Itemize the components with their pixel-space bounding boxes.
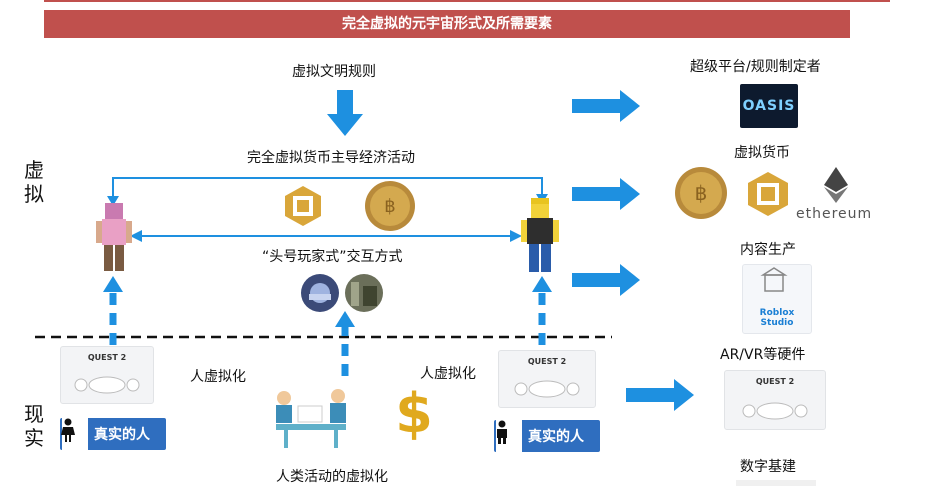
center-up-dashed-arrow [335,311,355,376]
currency-robux-icon [744,170,792,218]
content-right-arrow [572,264,640,296]
robux-icon [281,184,325,228]
right-virtualize-label: 人虚拟化 [420,366,476,382]
svg-text:$: $ [395,382,433,442]
left-virtualize-label: 人虚拟化 [190,369,246,385]
currency-right-arrow [572,178,640,210]
person-male-icon [496,420,522,452]
oasis-logo: OASIS [740,84,798,128]
infrastructure-label: 数字基建 [740,459,796,475]
left-up-dashed-arrow [103,276,123,345]
roblox-studio-logo: Roblox Studio [742,264,812,334]
rules-label: 虚拟文明规则 [292,64,376,80]
ethereum-label: ethereum [796,206,873,222]
female-avatar-icon [96,201,132,273]
quest2-device-hardware: QUEST 2 [724,370,826,430]
real-person-badge-left: 真实的人 [60,418,166,450]
bitcoin-coin-icon: ฿ [364,180,416,232]
hardware-right-arrow [626,379,694,411]
game-thumbnail-2 [345,274,383,312]
quest2-device-left: QUEST 2 [60,346,154,404]
currency-label: 虚拟货币 [734,145,790,161]
right-up-dashed-arrow [532,276,552,345]
hardware-label: AR/VR等硬件 [720,347,806,363]
quest2-device-right: QUEST 2 [498,350,596,408]
dollar-sign-icon: $ [389,380,439,442]
svg-text:฿: ฿ [384,196,395,217]
ethereum-icon [824,167,848,203]
economy-left-arrowhead [107,196,119,206]
interaction-label: “头号玩家式”交互方式 [262,249,403,265]
platform-label: 超级平台/规则制定者 [690,59,821,75]
activity-label: 人类活动的虚拟化 [276,469,388,485]
platform-right-arrow [572,90,640,122]
virtual-side-label: 虚拟 [24,158,44,206]
game-thumbnail-1 [301,274,339,312]
content-label: 内容生产 [740,242,796,258]
male-avatar-icon [520,196,560,274]
currency-bitcoin-icon: ฿ [674,166,728,220]
economy-bracket-line [112,177,543,198]
page-title: 完全虚拟的元宇宙形式及所需要素 [44,10,850,38]
real-person-badge-right: 真实的人 [494,420,600,452]
top-border-line [44,0,890,2]
infrastructure-image-edge [736,480,816,486]
svg-text:฿: ฿ [695,181,708,205]
economy-label: 完全虚拟货币主导经济活动 [247,150,415,166]
reality-side-label: 现实 [24,402,44,450]
rules-down-arrow [327,90,363,136]
meeting-people-icon [262,384,358,450]
person-female-icon [61,418,88,450]
